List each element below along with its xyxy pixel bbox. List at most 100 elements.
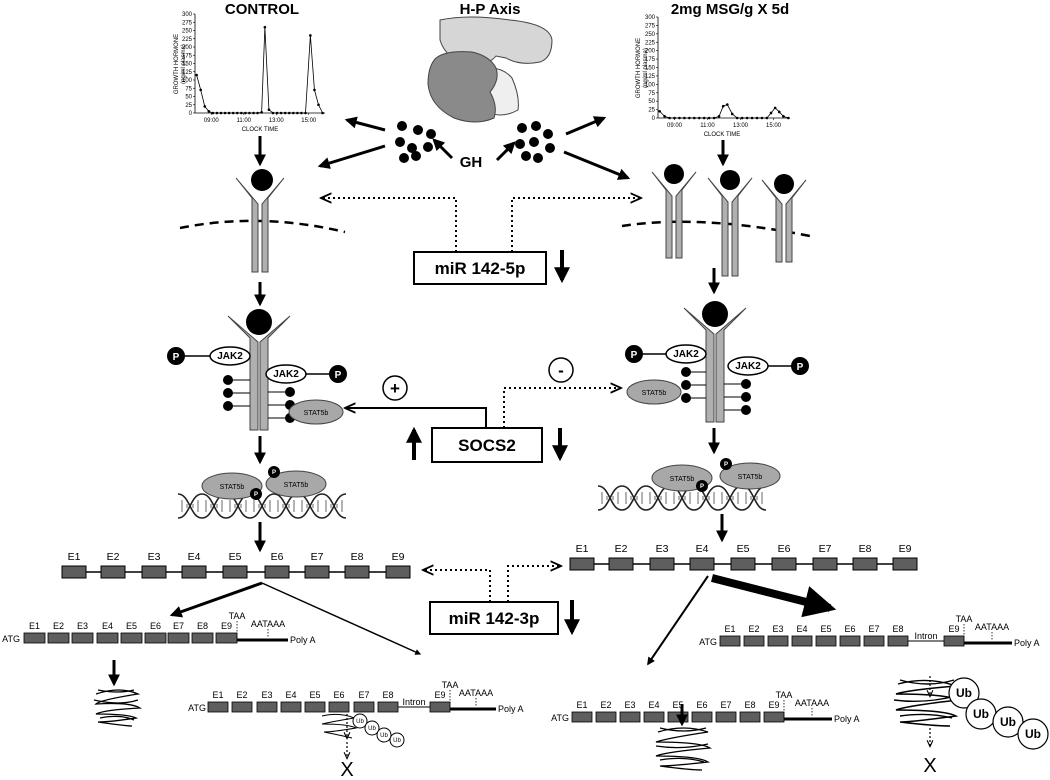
x-tick-label: 11:00	[236, 118, 251, 124]
y-tick-label: 25	[648, 108, 655, 114]
data-point	[199, 88, 202, 92]
stat5b-dimer-control: STAT5b STAT5b P P	[177, 466, 347, 519]
y-tick-label: 175	[645, 57, 656, 63]
exon	[571, 711, 593, 723]
data-point	[717, 115, 721, 118]
exon-label: E4	[102, 621, 113, 631]
data-point	[271, 111, 275, 115]
data-point	[287, 111, 291, 115]
x-tick-label: 09:00	[204, 118, 220, 124]
exon-label: E4	[285, 690, 296, 700]
exon-label: E3	[772, 624, 783, 634]
exon-label: E5	[820, 624, 831, 634]
data-point	[263, 25, 267, 29]
y-tick-label: 250	[645, 32, 656, 38]
exon	[812, 557, 838, 571]
exon	[715, 711, 737, 723]
data-point	[663, 115, 666, 118]
exon	[839, 635, 861, 647]
x-tick-label: 15:00	[301, 118, 317, 124]
exon-label: E5	[737, 543, 750, 555]
exon	[181, 565, 207, 579]
svg-text:Ub: Ub	[380, 733, 388, 739]
pituitary-illustration	[427, 16, 553, 123]
exon-label: E8	[859, 543, 872, 555]
svg-text:P: P	[335, 370, 342, 381]
svg-text:P: P	[700, 484, 704, 490]
svg-text:-: -	[558, 361, 564, 380]
protein-msg	[655, 727, 713, 771]
y-tick-label: 225	[645, 40, 656, 46]
y-tick-label: 50	[648, 99, 655, 105]
svg-text:+: +	[390, 379, 400, 398]
data-point	[267, 108, 271, 111]
exon	[256, 701, 278, 713]
data-point	[240, 111, 243, 115]
data-point	[726, 103, 729, 106]
data-point	[256, 111, 259, 115]
svg-text:JAK2: JAK2	[273, 369, 299, 380]
msg-plot-ylabel: GROWTH HORMONE	[636, 38, 642, 98]
y-tick-label: 275	[182, 20, 193, 26]
y-tick-label: 100	[645, 82, 656, 88]
exon	[863, 635, 885, 647]
exon-label: E6	[271, 551, 284, 563]
data-point	[260, 111, 263, 114]
exon	[96, 632, 119, 644]
data-point	[292, 111, 295, 115]
data-point	[300, 111, 303, 115]
protein-control-degraded	[321, 713, 358, 739]
svg-text:P: P	[631, 350, 638, 361]
exon-label: E9	[434, 690, 445, 700]
exon	[100, 565, 126, 579]
exon-label: E1	[212, 690, 223, 700]
exon	[739, 711, 761, 723]
exon	[689, 557, 715, 571]
taa-label: TAA	[229, 611, 246, 621]
svg-text:miR 142-3p: miR 142-3p	[449, 609, 540, 628]
x-tick-label: 13:00	[733, 123, 749, 129]
polya-label: Poly A	[498, 704, 524, 714]
atg-label: ATG	[551, 713, 569, 723]
svg-text:miR 142-5p: miR 142-5p	[435, 259, 526, 278]
data-point	[782, 115, 785, 118]
svg-text:P: P	[173, 352, 180, 363]
activated-receptor-control: JAK2 JAK2 P P STAT5b	[167, 309, 347, 431]
x-tick-label: 15:00	[766, 123, 782, 129]
data-point	[207, 110, 211, 113]
mir-3p-arrows	[424, 566, 560, 602]
exon-label: E7	[173, 621, 184, 631]
data-point	[721, 104, 725, 108]
gh-arrows	[254, 116, 729, 180]
exon	[649, 557, 675, 571]
y-tick-label: 300	[182, 12, 193, 18]
y-tick-label: 100	[182, 78, 193, 84]
exon-label: E3	[261, 690, 272, 700]
data-point	[702, 116, 706, 120]
exon	[619, 711, 641, 723]
exon	[429, 701, 451, 713]
data-point	[658, 109, 661, 113]
exon	[222, 565, 248, 579]
polya-label: Poly A	[1014, 638, 1040, 648]
socs2-to-receptor-dotted	[503, 388, 620, 428]
svg-text:STAT5b: STAT5b	[220, 484, 245, 491]
data-point	[769, 111, 773, 115]
exon	[144, 632, 167, 644]
exon	[23, 632, 46, 644]
svg-text:P: P	[254, 492, 258, 498]
data-point	[730, 112, 734, 116]
exon	[344, 565, 370, 579]
data-point	[683, 116, 686, 120]
mir-5p-inhibition-arrows	[322, 198, 640, 252]
data-point	[235, 111, 239, 115]
control-plot-ylabel-unit: (ng/ml plasma)	[181, 44, 187, 84]
control-plot-ylabel: GROWTH HORMONE	[174, 34, 180, 94]
exon-label: E6	[696, 700, 707, 710]
exon-label: E6	[333, 690, 344, 700]
exon	[61, 565, 87, 579]
exon	[943, 635, 965, 647]
msg-plot-ylabel-unit: (ng/ml plasma)	[643, 48, 649, 88]
exon	[191, 632, 214, 644]
